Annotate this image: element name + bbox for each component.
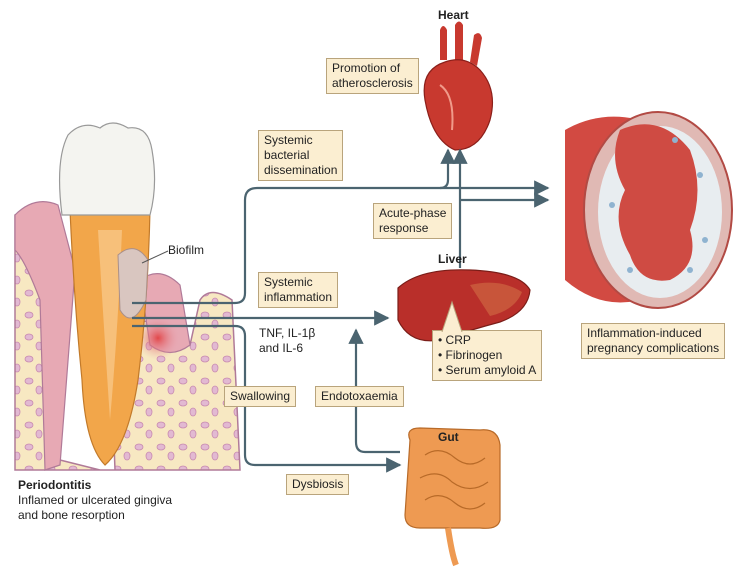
gut-organ [405, 428, 500, 565]
liver-label: Liver [438, 252, 467, 267]
cytokines-line-1: TNF, IL-1β [259, 326, 315, 341]
heart-label: Heart [438, 8, 469, 23]
atherosclerosis-box: Promotion of atherosclerosis [326, 58, 419, 94]
protein-fibrinogen: Fibrinogen [438, 348, 536, 363]
pregnancy-line-1: Inflammation-induced [587, 326, 719, 341]
acute-phase-box: Acute-phase response [373, 203, 452, 239]
acute-phase-line-2: response [379, 221, 446, 236]
periodontitis-line-2: and bone resorption [18, 508, 172, 523]
acute-phase-line-1: Acute-phase [379, 206, 446, 221]
protein-crp: CRP [438, 333, 536, 348]
biofilm-pointer [140, 248, 170, 268]
dysbiosis-box: Dysbiosis [286, 474, 349, 495]
systemic-bacterial-box: Systemic bacterial dissemination [258, 130, 343, 181]
systemic-bacterial-line-2: bacterial [264, 148, 337, 163]
systemic-inflammation-box: Systemic inflammation [258, 272, 338, 308]
swallowing-box: Swallowing [224, 386, 296, 407]
periodontitis-line-1: Inflamed or ulcerated gingiva [18, 493, 172, 508]
systemic-inflammation-line-1: Systemic [264, 275, 332, 290]
atherosclerosis-line-2: atherosclerosis [332, 76, 413, 91]
atherosclerosis-line-1: Promotion of [332, 61, 413, 76]
acute-phase-proteins-list: CRP Fibrinogen Serum amyloid A [438, 333, 536, 378]
pregnancy-complications-box: Inflammation-induced pregnancy complicat… [581, 323, 725, 359]
protein-serum-amyloid-a: Serum amyloid A [438, 363, 536, 378]
pregnancy-line-2: pregnancy complications [587, 341, 719, 356]
proteins-callout-pointer [440, 300, 464, 332]
uterus-fetus [565, 112, 732, 308]
systemic-bacterial-line-3: dissemination [264, 163, 337, 178]
systemic-bacterial-line-1: Systemic [264, 133, 337, 148]
endotoxaemia-box: Endotoxaemia [315, 386, 404, 407]
periodontitis-caption: Periodontitis Inflamed or ulcerated ging… [18, 478, 172, 523]
heart-organ [424, 22, 492, 151]
gut-label: Gut [438, 430, 459, 445]
cytokines-label: TNF, IL-1β and IL-6 [259, 326, 315, 356]
acute-phase-proteins-box: CRP Fibrinogen Serum amyloid A [432, 330, 542, 381]
cytokines-line-2: and IL-6 [259, 341, 315, 356]
tooth-crown [60, 123, 155, 215]
tooth-illustration [15, 123, 240, 470]
systemic-inflammation-line-2: inflammation [264, 290, 332, 305]
periodontitis-title: Periodontitis [18, 478, 172, 493]
biofilm-label: Biofilm [168, 243, 204, 258]
